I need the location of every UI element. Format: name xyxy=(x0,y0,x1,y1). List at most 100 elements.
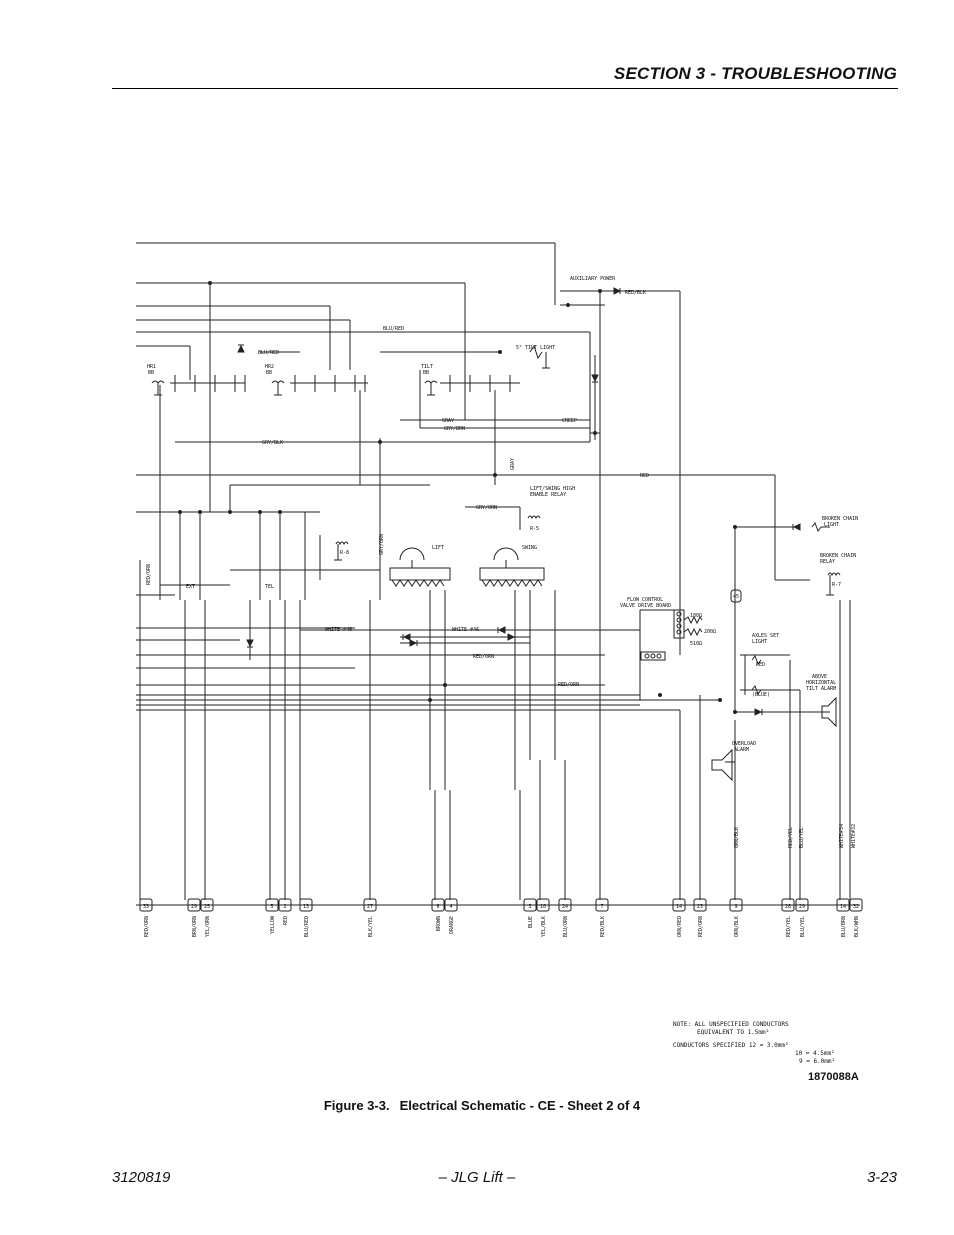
label-red-orn-b: RED/ORN xyxy=(558,682,579,688)
switch-tilt xyxy=(424,375,520,396)
terminal-wire-label: BLK/WHN xyxy=(854,916,860,937)
label-aux-power: AUXILIARY POWER xyxy=(570,276,616,282)
terminal-wire-label: RED/ORN xyxy=(698,916,704,937)
label-light-blue: (BLUE) xyxy=(752,692,770,698)
wire-label-gry-orn: GRY/ORN xyxy=(379,534,385,555)
label-gry-blk: GRY/BLK xyxy=(262,440,283,446)
wire-label-red-yel: RED/YEL xyxy=(788,827,794,848)
label-relay-r7: R-7 xyxy=(832,582,841,588)
terminal-row xyxy=(136,898,863,912)
terminal-number: 10 xyxy=(540,904,546,910)
component-labels: AUXILIARY POWER RED/BLK BLU/RED BLU/RED … xyxy=(147,276,858,753)
switch-hr2 xyxy=(271,375,368,396)
label-above-horizontal-3: TILT ALARM xyxy=(806,686,836,692)
terminal-number: 29 xyxy=(799,904,805,910)
label-above-horizontal-2: HORIZONTAL xyxy=(806,680,836,686)
terminal-number: 28 xyxy=(785,904,791,910)
label-blu-red-mid: BLU/RED xyxy=(258,350,279,356)
vertical-wire-labels: RED/ORN GRY/ORN GRAY ORN/BLK RED/YEL BLU… xyxy=(146,458,857,848)
terminal-wire-label: ORN/BLK xyxy=(734,916,740,937)
wire-label-white34: WHITE#34 xyxy=(839,824,845,848)
header-rule xyxy=(112,88,898,89)
label-axles-set-2: LIGHT xyxy=(752,639,767,645)
terminal-wire-label: BLU/RED xyxy=(304,916,310,937)
note-line-4: 10 = 4.5mm² xyxy=(795,1050,835,1057)
label-lsh-relay-2: ENABLE RELAY xyxy=(530,492,566,498)
terminal-number: 32 xyxy=(853,904,859,910)
label-flow-control-2: VALVE DRIVE BOARD xyxy=(620,603,671,609)
label-red: RED xyxy=(640,473,649,479)
terminal-number: 33 xyxy=(143,904,149,910)
terminal-wire-label: RED/YEL xyxy=(786,916,792,937)
label-swing: SWING xyxy=(522,545,537,551)
label-relay-r5: R-5 xyxy=(530,526,539,532)
label-white46-b: WHITE #46 xyxy=(452,627,479,633)
figure-number: Figure 3-3. xyxy=(323,1098,390,1113)
tilt-light-lamp xyxy=(529,344,550,369)
wire-label-blu-yel: BLU/YEL xyxy=(799,827,805,848)
broken-chain-lamp xyxy=(811,521,830,533)
wire-label-red-orn: RED/ORN xyxy=(146,564,152,585)
note-line-5: 9 = 6.0mm² xyxy=(799,1058,835,1065)
wire-label-orn-blk: ORN/BLK xyxy=(734,827,740,848)
figure-title: Electrical Schematic - CE - Sheet 2 of 4 xyxy=(399,1098,641,1113)
label-gry-brn: GRY/BRN xyxy=(444,426,465,432)
label-gray: GRAY xyxy=(442,418,454,424)
label-broken-chain-light-1: BROKEN CHAIN xyxy=(822,516,858,522)
label-hr1: HR1 xyxy=(147,364,156,370)
terminal-wire-label: BLUE xyxy=(528,916,534,928)
label-connector-45: 45 xyxy=(733,594,739,600)
label-hr1-bb: BB xyxy=(148,370,154,376)
terminal-number: 14 xyxy=(840,904,846,910)
label-above-horizontal-1: ABOVE xyxy=(812,674,827,680)
terminal-number: 13 xyxy=(303,904,309,910)
terminal-wire-label: BRN/ORN xyxy=(192,916,198,937)
label-r180: 180Ω xyxy=(690,613,702,619)
note-line-2: EQUIVALENT TO 1.5mm² xyxy=(697,1029,769,1036)
label-relay-r8: R-8 xyxy=(340,550,349,556)
terminal-wire-label: ORANGE xyxy=(449,916,455,934)
label-axles-set-1: AXLES SET xyxy=(752,633,779,639)
label-broken-chain-relay-1: BROKEN CHAIN xyxy=(820,553,856,559)
figure-caption: Figure 3-3. Electrical Schematic - CE - S… xyxy=(0,1098,954,1113)
terminal-wire-label: YEL/ORN xyxy=(205,916,211,937)
label-red-blk: RED/BLK xyxy=(625,290,646,296)
terminal-wire-label: BLK/YEL xyxy=(368,916,374,937)
terminal-wire-label: BLU/ORN xyxy=(563,916,569,937)
terminal-numbers: 33 29 25 5 2 13 27 6 4 3 10 24 7 14 23 9… xyxy=(143,904,859,910)
terminal-number: 27 xyxy=(367,904,373,910)
label-ext: EXT xyxy=(186,584,195,590)
label-flow-control-1: FLOW CONTROL xyxy=(627,597,663,603)
terminal-wire-label: BLU/BRN xyxy=(841,916,847,937)
terminal-wire-labels: RED/ORN BRN/ORN YEL/ORN YELLOW RED BLU/R… xyxy=(144,915,860,937)
axles-light-lamps xyxy=(744,654,762,696)
diodes xyxy=(237,287,801,716)
label-blu-red-top: BLU/RED xyxy=(383,326,404,332)
label-creep: CREEP xyxy=(562,418,577,424)
connector-45 xyxy=(730,589,742,603)
switch-hr1 xyxy=(151,375,246,396)
terminal-number: 7 xyxy=(600,904,603,910)
terminal-wire-label: RED xyxy=(283,916,289,925)
terminal-wire-label: BLU/YEL xyxy=(800,916,806,937)
label-lift: LIFT xyxy=(432,545,444,551)
label-r510: 510Ω xyxy=(690,641,702,647)
page-number: 3-23 xyxy=(866,1169,897,1186)
label-light-red: RED xyxy=(756,662,765,668)
label-tilt: TILT xyxy=(421,364,433,370)
relay-r5 xyxy=(519,507,541,530)
terminal-wire-label: BROWN xyxy=(436,916,442,931)
label-white46-a: WHITE #46 xyxy=(325,627,352,633)
terminal-number: 9 xyxy=(734,904,737,910)
label-broken-chain-light-2: LIGHT xyxy=(824,522,839,528)
wire-label-white32: WHITE#32 xyxy=(851,824,857,848)
conductor-note: NOTE: ALL UNSPECIFIED CONDUCTORS EQUIVAL… xyxy=(673,1021,835,1065)
terminal-number: 29 xyxy=(191,904,197,910)
terminal-number: 6 xyxy=(436,904,439,910)
note-line-3: CONDUCTORS SPECIFIED 12 = 3.0mm² xyxy=(673,1042,789,1049)
terminal-number: 23 xyxy=(697,904,703,910)
terminal-number: 5 xyxy=(270,904,273,910)
terminal-wire-label: RED/ORN xyxy=(144,916,150,937)
lift-valve-block xyxy=(389,547,451,587)
